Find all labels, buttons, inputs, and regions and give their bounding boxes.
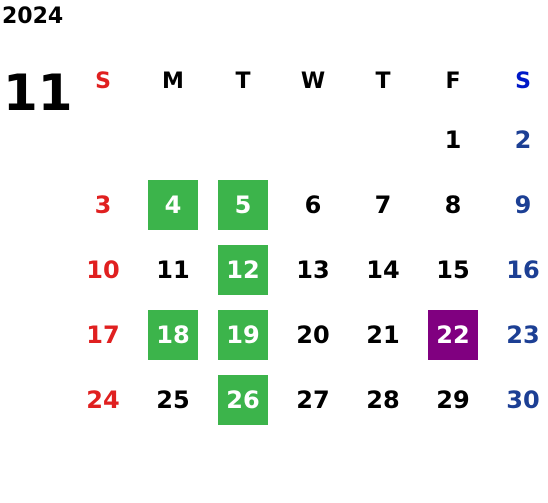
calendar-cell-sun: 3 <box>68 172 138 237</box>
weekday-header-sun: S <box>95 68 111 94</box>
calendar-cell-sat: 30 <box>488 367 548 432</box>
calendar-day-20[interactable]: 20 <box>296 320 330 349</box>
weekday-header-tue: T <box>235 68 251 94</box>
calendar-day-6[interactable]: 6 <box>304 190 322 219</box>
calendar-cell-fri: 22 <box>418 302 488 367</box>
calendar-day-23[interactable]: 23 <box>506 320 540 349</box>
calendar-cell-wed: 27 <box>278 367 348 432</box>
calendar-cell-mon: 4 <box>138 172 208 237</box>
calendar-day-28[interactable]: 28 <box>366 385 400 414</box>
weekday-header-sat: S <box>515 68 531 94</box>
calendar-cell-thu: 28 <box>348 367 418 432</box>
calendar-day-21[interactable]: 21 <box>366 320 400 349</box>
calendar-cell-fri: 29 <box>418 367 488 432</box>
calendar-cell-sat: 2 <box>488 107 548 172</box>
calendar-cell-sun: 24 <box>68 367 138 432</box>
calendar-day-27[interactable]: 27 <box>296 385 330 414</box>
calendar-day-25[interactable]: 25 <box>156 385 190 414</box>
calendar-day-4[interactable]: 4 <box>148 179 198 230</box>
month-label: 11 <box>3 64 73 122</box>
calendar-cell-sun: 10 <box>68 237 138 302</box>
calendar-cell-fri: 8 <box>418 172 488 237</box>
weekday-header-wed: W <box>300 68 326 94</box>
calendar-cell-sat: 16 <box>488 237 548 302</box>
calendar-cell-tue: 5 <box>208 172 278 237</box>
calendar-day-1[interactable]: 1 <box>444 125 462 154</box>
calendar-cell-mon: 18 <box>138 302 208 367</box>
calendar-cell-wed: 6 <box>278 172 348 237</box>
calendar-day-13[interactable]: 13 <box>296 255 330 284</box>
calendar-day-19[interactable]: 19 <box>218 309 268 360</box>
calendar-cell-thu: 7 <box>348 172 418 237</box>
calendar-day-8[interactable]: 8 <box>444 190 462 219</box>
calendar-cell-thu: 14 <box>348 237 418 302</box>
calendar-cell-mon: 25 <box>138 367 208 432</box>
calendar-day-17[interactable]: 17 <box>86 320 120 349</box>
calendar-day-10[interactable]: 10 <box>86 255 120 284</box>
year-label: 2024 <box>2 4 64 29</box>
calendar-day-26[interactable]: 26 <box>218 374 268 425</box>
calendar-day-30[interactable]: 30 <box>506 385 540 414</box>
calendar-cell-tue: 19 <box>208 302 278 367</box>
calendar-cell-sat: 9 <box>488 172 548 237</box>
calendar-day-18[interactable]: 18 <box>148 309 198 360</box>
calendar-cell-fri: 15 <box>418 237 488 302</box>
calendar-day-9[interactable]: 9 <box>514 190 532 219</box>
calendar-cell-wed: 20 <box>278 302 348 367</box>
calendar-cell-sat: 23 <box>488 302 548 367</box>
calendar-day-22[interactable]: 22 <box>428 309 478 360</box>
calendar-day-29[interactable]: 29 <box>436 385 470 414</box>
calendar-cell-mon <box>138 107 208 172</box>
weekday-header-mon: M <box>162 68 184 94</box>
calendar-day-2[interactable]: 2 <box>514 125 532 154</box>
calendar-day-5[interactable]: 5 <box>218 179 268 230</box>
calendar-cell-tue <box>208 107 278 172</box>
calendar-cell-sun: 17 <box>68 302 138 367</box>
calendar-cell-tue: 26 <box>208 367 278 432</box>
calendar-cell-wed <box>278 107 348 172</box>
calendar-day-14[interactable]: 14 <box>366 255 400 284</box>
calendar-cell-tue: 12 <box>208 237 278 302</box>
weekday-header-thu: T <box>375 68 391 94</box>
calendar-day-24[interactable]: 24 <box>86 385 120 414</box>
calendar-day-11[interactable]: 11 <box>156 255 190 284</box>
calendar-day-16[interactable]: 16 <box>506 255 540 284</box>
weekday-header-fri: F <box>445 68 461 94</box>
calendar-day-7[interactable]: 7 <box>374 190 392 219</box>
calendar-day-3[interactable]: 3 <box>94 190 112 219</box>
calendar-cell-sun <box>68 107 138 172</box>
calendar-day-12[interactable]: 12 <box>218 244 268 295</box>
calendar-day-15[interactable]: 15 <box>436 255 470 284</box>
calendar-cell-thu <box>348 107 418 172</box>
calendar-cell-mon: 11 <box>138 237 208 302</box>
calendar-cell-wed: 13 <box>278 237 348 302</box>
calendar-cell-fri: 1 <box>418 107 488 172</box>
calendar-cell-thu: 21 <box>348 302 418 367</box>
